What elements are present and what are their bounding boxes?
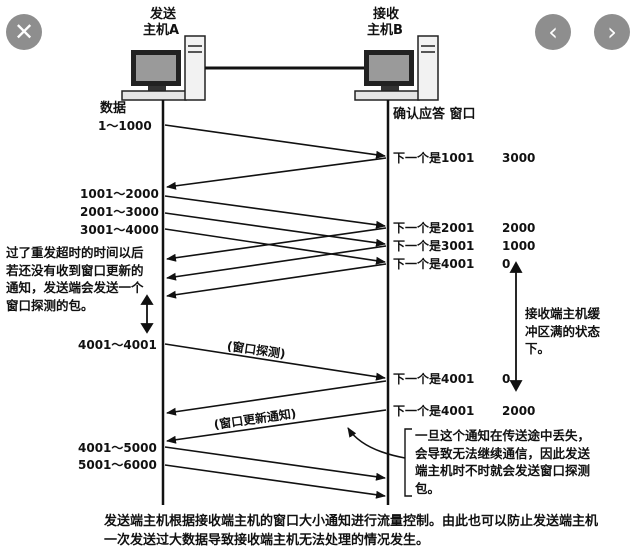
data-arrow-6	[164, 464, 386, 499]
range-label: 4001～4001	[78, 338, 157, 352]
ack-next-label: 下一个是3001	[393, 239, 475, 253]
ack-next-label: 下一个是4001	[393, 257, 475, 271]
ack-arrow-3	[166, 245, 387, 281]
ack-arrow-4	[166, 263, 387, 299]
sender-title-line1: 发送	[150, 7, 177, 22]
ack-window-value: 1000	[502, 239, 536, 253]
ack-next-label: 下一个是4001	[393, 404, 475, 418]
receiver-title-line2: 主机B	[367, 23, 403, 38]
range-label: 4001～5000	[78, 441, 157, 455]
receiver-computer-icon	[354, 35, 439, 101]
sender-title-line2: 主机A	[143, 23, 180, 38]
ack-arrow-2	[166, 227, 387, 262]
range-label: 3001～4000	[80, 223, 159, 237]
range-label: 2001～3000	[80, 205, 159, 219]
ack-arrow-5	[166, 380, 387, 416]
ack-next-label: 下一个是1001	[393, 151, 475, 165]
ack-arrow-1	[166, 157, 387, 190]
ack-window-header: 确认应答 窗口	[393, 107, 476, 122]
data-arrow-3	[164, 212, 386, 247]
data-arrow-5	[164, 446, 386, 481]
update-arrow	[166, 409, 387, 444]
warn-bracket	[404, 428, 412, 497]
close-icon: ✕	[13, 18, 35, 46]
ack-next-label: 下一个是4001	[393, 372, 475, 386]
right-note: 接收端主机缓冲区满的状态下。	[525, 306, 601, 356]
right-double-arrow	[509, 261, 523, 392]
data-arrow-2	[164, 195, 386, 229]
ack-window-value: 3000	[502, 151, 536, 165]
range-label: 1～1000	[98, 119, 152, 133]
data-arrow-4	[164, 228, 386, 265]
range-label: 5001～6000	[78, 458, 157, 472]
sender-computer-icon	[121, 35, 206, 101]
range-label: 1001～2000	[80, 187, 159, 201]
chevron-left-icon: ‹	[548, 18, 558, 46]
ack-window-value: 2000	[502, 404, 536, 418]
left-note: 过了重发超时的时间以后若还没有收到窗口更新的通知，发送端会发送一个窗口探测的包。	[6, 245, 144, 313]
data-arrow-1	[164, 124, 386, 159]
left-double-arrow	[140, 294, 154, 334]
bottom-caption: 发送端主机根据接收端主机的窗口大小通知进行流量控制。由此也可以防止发送端主机一次…	[104, 514, 599, 548]
ack-window-value: 2000	[502, 221, 536, 235]
next-button[interactable]: ›	[594, 14, 630, 50]
probe-arrow	[164, 343, 386, 381]
ack-window-value: 0	[502, 372, 511, 386]
data-label: 数据	[100, 101, 127, 116]
receiver-title-line1: 接收	[373, 7, 400, 22]
chevron-right-icon: ›	[607, 18, 617, 46]
ack-next-label: 下一个是2001	[393, 221, 475, 235]
warn-note: 一旦这个通知在传送途中丢失，会导致无法继续通信，因此发送端主机时不时就会发送窗口…	[415, 428, 591, 496]
prev-button[interactable]: ‹	[535, 14, 571, 50]
warn-pointer	[347, 427, 406, 459]
ack-window-value: 0	[502, 257, 511, 271]
close-button[interactable]: ✕	[6, 14, 42, 50]
